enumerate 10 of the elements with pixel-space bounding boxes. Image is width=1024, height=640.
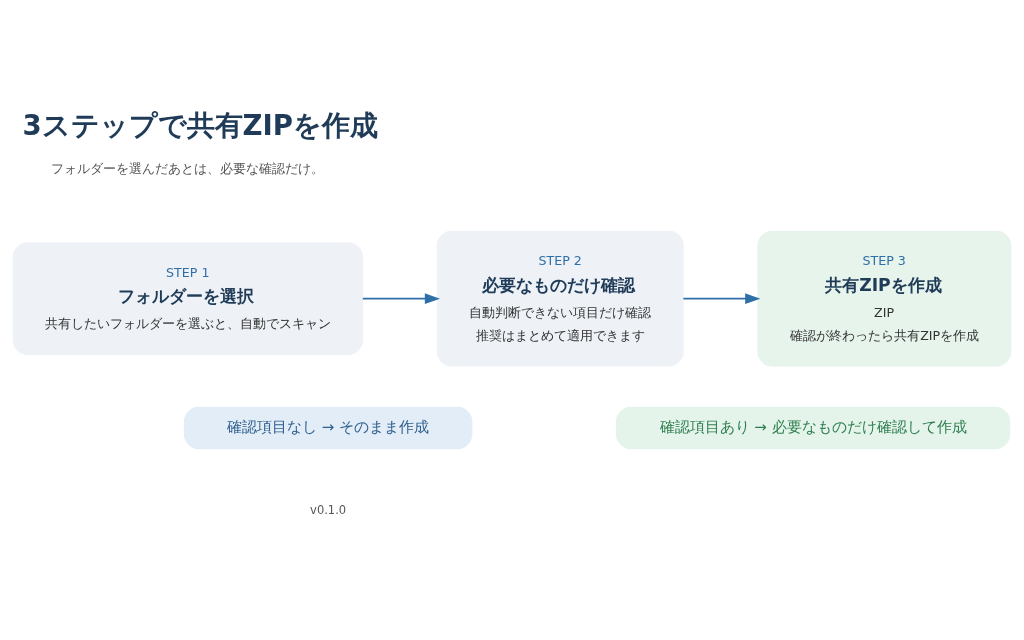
node-box: STEP 2 必要なものだけ確認 自動判断できない項目だけ確認 推奨はまとめて適用できます [436,230,684,366]
label: フォルダーを選んだあとは、必要な確認だけ。 [51,160,325,176]
diagram-title: 3ステップで共有ZIPを作成 [22,108,379,142]
node-box: STEP 1 フォルダーを選択 共有したいフォルダーを選ぶと、自動でスキャン [12,241,364,355]
label: v0.1.0 [310,502,347,517]
arrow [361,292,441,304]
label: 確認項目なし → そのまま作成 [227,417,430,436]
label: 確認項目あり → 必要なものだけ確認して作成 [659,417,967,436]
node-box: STEP 3 共有ZIPを作成 ZIP 確認が終わったら共有ZIPを作成 [757,230,1012,366]
arrow [682,292,761,304]
